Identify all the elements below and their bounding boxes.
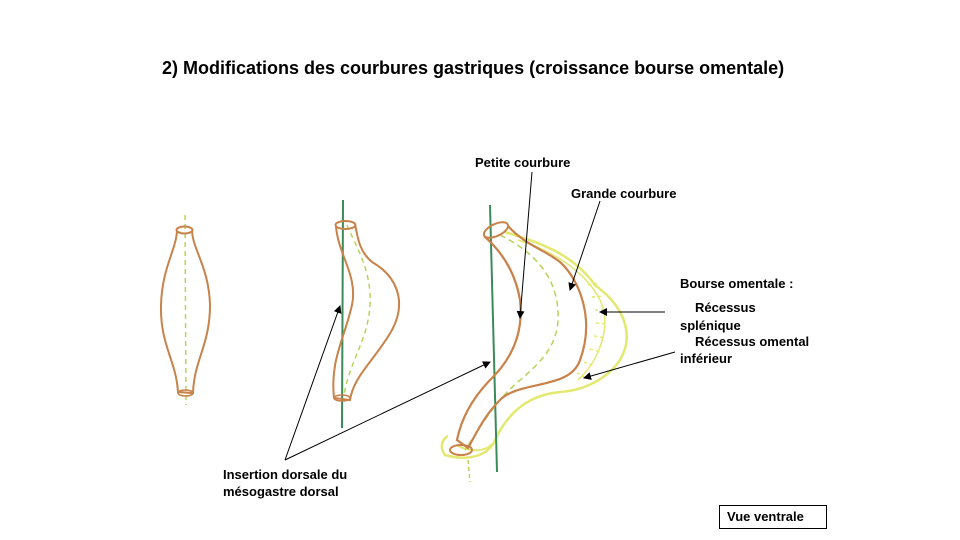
label-recessus-splenique-2: splénique	[680, 318, 741, 333]
arrow-petite-courbure	[516, 171, 533, 319]
label-recessus-inferieur-1: Récessus omental	[695, 334, 810, 349]
stage1-bottom-opening	[177, 389, 194, 397]
diagram-title: 2) Modifications des courbures gastrique…	[162, 58, 785, 78]
stage1-axis	[184, 214, 187, 406]
view-label-box: Vue ventrale	[719, 505, 827, 529]
stage3-top-opening	[482, 221, 510, 239]
bourse-inner-line	[517, 239, 606, 381]
arrow-recessus-inferieur	[583, 351, 676, 380]
stage3-mesogastre-line	[489, 204, 498, 473]
stomach-stage-2	[332, 199, 401, 429]
stomach-stage-3	[440, 204, 628, 483]
stage3-axis	[464, 234, 559, 451]
label-petite-courbure: Petite courbure	[475, 155, 571, 170]
arrow-insertion-stage2	[284, 305, 342, 461]
arrow-insertion-stage3	[284, 361, 491, 461]
label-recessus-splenique-1: Récessus	[695, 300, 756, 315]
stage3-axis-vertical	[467, 459, 471, 483]
stage2-outline	[332, 223, 401, 402]
stage1-outline	[159, 230, 212, 395]
bourse-lower-edge	[457, 443, 493, 452]
label-insertion-2: mésogastre dorsal	[223, 484, 339, 499]
stage2-mesogastre-line	[341, 199, 344, 429]
stage2-top-opening	[334, 220, 357, 230]
label-bourse-omentale: Bourse omentale :	[680, 276, 794, 291]
label-insertion-1: Insertion dorsale du	[223, 467, 348, 482]
label-grande-courbure: Grande courbure	[571, 186, 677, 201]
bourse-omentale-outline	[440, 230, 628, 459]
stomach-stage-1	[159, 214, 212, 406]
label-recessus-inferieur-2: inférieur	[680, 351, 733, 366]
arrow-grande-courbure	[568, 200, 601, 291]
annotation-arrows	[284, 171, 676, 461]
stage3-bottom-opening	[449, 444, 473, 456]
stage1-top-opening	[175, 225, 194, 235]
stage2-axis	[343, 224, 371, 396]
stage2-bottom-opening	[333, 394, 351, 402]
